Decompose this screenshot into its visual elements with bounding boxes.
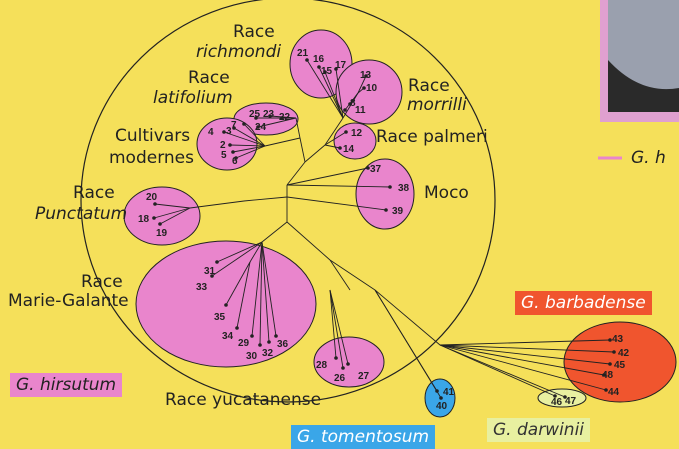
label-punctatum-line2: Punctatum (35, 204, 127, 224)
leaf-number: 38 (398, 183, 410, 194)
leaf-number: 17 (335, 60, 347, 71)
leaf-number: 40 (436, 401, 448, 412)
leaf-number: 41 (443, 387, 455, 398)
leaf-number: 35 (214, 312, 226, 323)
label-moco: Moco (424, 183, 469, 203)
leaf-number: 25 (249, 109, 261, 120)
species-tag-barbadense: G. barbadense (515, 291, 652, 315)
leaf-number: 7 (231, 120, 237, 131)
leaf-number: 23 (263, 109, 275, 120)
leaf-number: 39 (392, 206, 404, 217)
leaf-number: 47 (565, 396, 577, 407)
leaf-number: 42 (618, 348, 630, 359)
leaf-number: 30 (246, 351, 258, 362)
leaf-number: 46 (551, 397, 563, 408)
leaf-number: 12 (351, 128, 363, 139)
species-tag-darwinii: G. darwinii (487, 418, 590, 442)
cluster-moco (356, 159, 414, 229)
leaf-number: 22 (279, 112, 291, 123)
leaf-number: 20 (146, 192, 158, 203)
label-richmondi-line1: Race (233, 22, 275, 42)
leaf-number: 45 (614, 360, 626, 371)
leaf-number: 4 (208, 127, 214, 138)
leaf-number: 33 (196, 282, 208, 293)
leaf-number: 44 (608, 387, 620, 398)
label-marie-galante-line1: Race (81, 272, 123, 292)
leaf-number: 24 (255, 122, 267, 133)
label-morrilli-line1: Race (408, 76, 450, 96)
leaf-number: 15 (321, 66, 333, 77)
species-tag-tomentosum: G. tomentosum (291, 425, 435, 449)
leaf-number: 37 (370, 164, 382, 175)
leaf-number: 21 (297, 48, 309, 59)
label-marie-galante-line2: Marie-Galante (8, 291, 129, 311)
leaf-number: 32 (262, 348, 274, 359)
label-morrilli-line2: morrilli (407, 95, 467, 115)
label-yucatanense: Race yucatanense (165, 390, 321, 410)
leaf-number: 48 (602, 370, 614, 381)
leaf-number: 31 (204, 266, 216, 277)
photo-fragment (600, 0, 679, 122)
leaf-number: 29 (238, 338, 250, 349)
leaf-number: 27 (358, 371, 370, 382)
leaf-number: 10 (366, 83, 378, 94)
label-punctatum-line1: Race (73, 183, 115, 203)
label-latifolium-line1: Race (188, 68, 230, 88)
leaf-number: 18 (138, 214, 150, 225)
leaf-number: 14 (343, 144, 355, 155)
leaf-number: 36 (277, 339, 289, 350)
leaf-number: 28 (316, 360, 328, 371)
species-tag-hirsutum: G. hirsutum (10, 373, 122, 397)
leaf-number: 26 (334, 373, 346, 384)
leaf-number: 6 (232, 156, 238, 167)
label-richmondi-line2: richmondi (196, 42, 281, 62)
leaf-number: 13 (360, 70, 372, 81)
leaf-number: 16 (313, 54, 325, 65)
label-cultivars-line1: Cultivars (115, 126, 190, 146)
leaf-number: 19 (156, 228, 168, 239)
label-palmeri: Race palmeri (376, 127, 488, 147)
label-cultivars-line2: modernes (109, 148, 194, 168)
leaf-number: 43 (612, 334, 624, 345)
leaf-number: 11 (355, 105, 366, 116)
leaf-number: 5 (221, 150, 227, 161)
label-latifolium-line2: latifolium (153, 88, 233, 108)
legend-fragment-text: G. h (631, 148, 666, 168)
leaf-number: 34 (222, 331, 234, 342)
